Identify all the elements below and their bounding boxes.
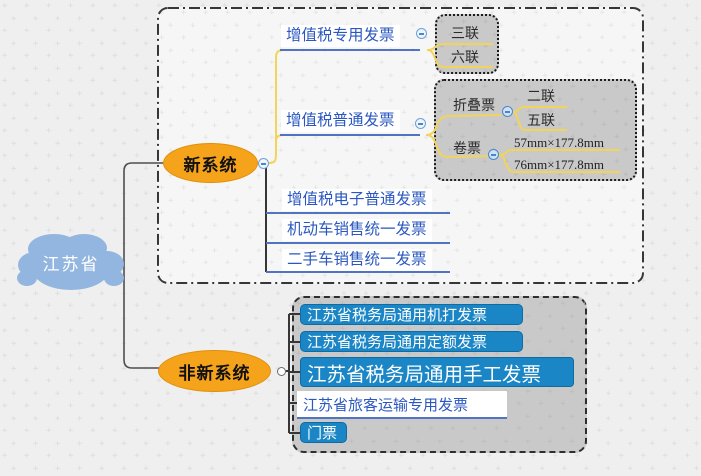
branch-old-system[interactable]: 非新系统 (158, 350, 271, 392)
subtopic-six-copy[interactable]: 六联 (451, 49, 479, 65)
subtopic-roll-size-76[interactable]: 76mm×177.8mm (514, 157, 605, 172)
topic-motor-vehicle-invoice-label: 机动车销售统一发票 (287, 221, 427, 238)
leaf-quota-invoice-label: 江苏省税务局通用定额发票 (307, 334, 488, 351)
topic-special-invoice-label: 增值税专用发票 (286, 27, 395, 44)
leaf-passenger-transport-invoice[interactable]: 江苏省旅客运输专用发票 (297, 391, 507, 419)
root-node-jiangsu[interactable]: 江苏省 (16, 228, 126, 300)
collapse-minus-icon[interactable] (415, 118, 426, 129)
root-node-label: 江苏省 (42, 254, 100, 274)
branch-new-system-label: 新系统 (183, 155, 238, 175)
topic-ordinary-invoice-label: 增值税普通发票 (286, 112, 395, 129)
branch-old-system-label: 非新系统 (178, 363, 251, 383)
subtopic-five-copy[interactable]: 五联 (527, 112, 555, 128)
collapse-minus-icon[interactable] (258, 158, 269, 169)
collapse-minus-icon[interactable] (488, 149, 499, 160)
subtopic-roll-ticket[interactable]: 卷票 (453, 140, 481, 156)
topic-special-invoice[interactable]: 增值税专用发票 (281, 25, 400, 47)
topic-electronic-invoice-label: 增值税电子普通发票 (287, 191, 427, 208)
leaf-admission-ticket[interactable]: 门票 (300, 422, 347, 443)
branch-new-system[interactable]: 新系统 (163, 143, 258, 183)
leaf-admission-ticket-label: 门票 (307, 425, 338, 442)
leaf-machine-printed-invoice[interactable]: 江苏省税务局通用机打发票 (300, 304, 523, 325)
subtopic-roll-size-57[interactable]: 57mm×177.8mm (514, 135, 605, 150)
special-invoice-children-box: ++++++++++++++++++++ (435, 14, 499, 74)
subtopic-two-copy[interactable]: 二联 (527, 88, 555, 104)
leaf-machine-printed-invoice-label: 江苏省税务局通用机打发票 (307, 307, 488, 324)
leaf-manual-invoice-label: 江苏省税务局通用手工发票 (307, 363, 542, 386)
leaf-quota-invoice[interactable]: 江苏省税务局通用定额发票 (300, 331, 523, 352)
expand-handle-icon[interactable] (277, 367, 286, 376)
topic-used-car-invoice[interactable]: 二手车销售统一发票 (282, 249, 432, 271)
topic-ordinary-invoice[interactable]: 增值税普通发票 (281, 110, 400, 132)
topic-used-car-invoice-label: 二手车销售统一发票 (287, 251, 427, 268)
topic-motor-vehicle-invoice[interactable]: 机动车销售统一发票 (282, 219, 432, 241)
leaf-manual-invoice[interactable]: 江苏省税务局通用手工发票 (300, 357, 574, 387)
topic-electronic-invoice[interactable]: 增值税电子普通发票 (282, 189, 432, 211)
collapse-minus-icon[interactable] (416, 28, 427, 39)
subtopic-folded-ticket[interactable]: 折叠票 (453, 97, 495, 113)
leaf-passenger-transport-invoice-label: 江苏省旅客运输专用发票 (303, 396, 469, 414)
cloud-shape-icon (17, 234, 124, 290)
subtopic-three-copy[interactable]: 三联 (451, 25, 479, 41)
collapse-minus-icon[interactable] (502, 106, 513, 117)
